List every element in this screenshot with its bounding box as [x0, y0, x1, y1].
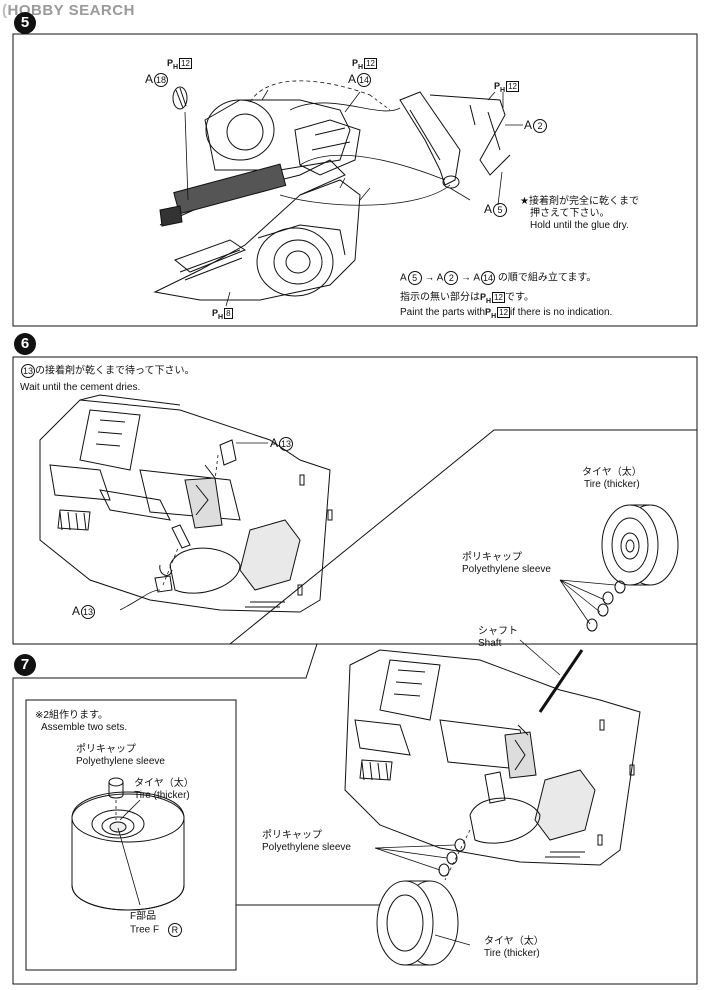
step7-tire-label: タイヤ（太） Tire (thicker) — [484, 936, 544, 959]
step7-badge: 7 — [14, 654, 36, 676]
step6-frame — [12, 356, 698, 645]
shaft-label: シャフト Shaft — [478, 626, 518, 649]
step6-side-divider — [229, 429, 697, 645]
step5-leaders — [184, 80, 523, 307]
step7-tire — [376, 880, 471, 966]
step7-chassis — [344, 649, 641, 866]
step7-inset-frame — [25, 699, 237, 971]
side-sleeve-label: ポリキャップ Polyethylene sleeve — [462, 552, 551, 575]
inset-sleeve — [108, 777, 124, 820]
glue-note: ★接着剤が完全に乾くまで 押さえて下さい。 Hold until the glu… — [520, 196, 639, 231]
watermark: (HOBBY SEARCH — [2, 2, 135, 19]
inset-tire — [71, 791, 185, 911]
inset-tire-label: タイヤ（太） Tire (thicker) — [134, 778, 194, 801]
step7-sleeves — [374, 829, 471, 881]
step7-frame — [12, 643, 698, 985]
step5-badge: 5 — [14, 12, 36, 34]
side-tire-label: タイヤ（太） Tire (thicker) — [582, 467, 642, 490]
tree-f-label: F部品 Tree F R — [130, 911, 182, 937]
step5-arm-part — [172, 86, 511, 189]
step6-chassis — [39, 394, 333, 613]
step5-frame — [12, 33, 698, 327]
side-tire — [601, 504, 679, 586]
shaft-rod — [519, 639, 584, 713]
side-sleeves — [559, 579, 626, 632]
step5-chassis — [153, 99, 361, 301]
step6-leaders — [119, 442, 268, 611]
inset-sleeve-label: ポリキャップ Polyethylene sleeve — [76, 744, 165, 767]
two-sets-note: ※2組作ります。 Assemble two sets. — [35, 710, 128, 733]
step7-sleeve-label: ポリキャップ Polyethylene sleeve — [262, 830, 351, 853]
step6-badge: 6 — [14, 333, 36, 355]
